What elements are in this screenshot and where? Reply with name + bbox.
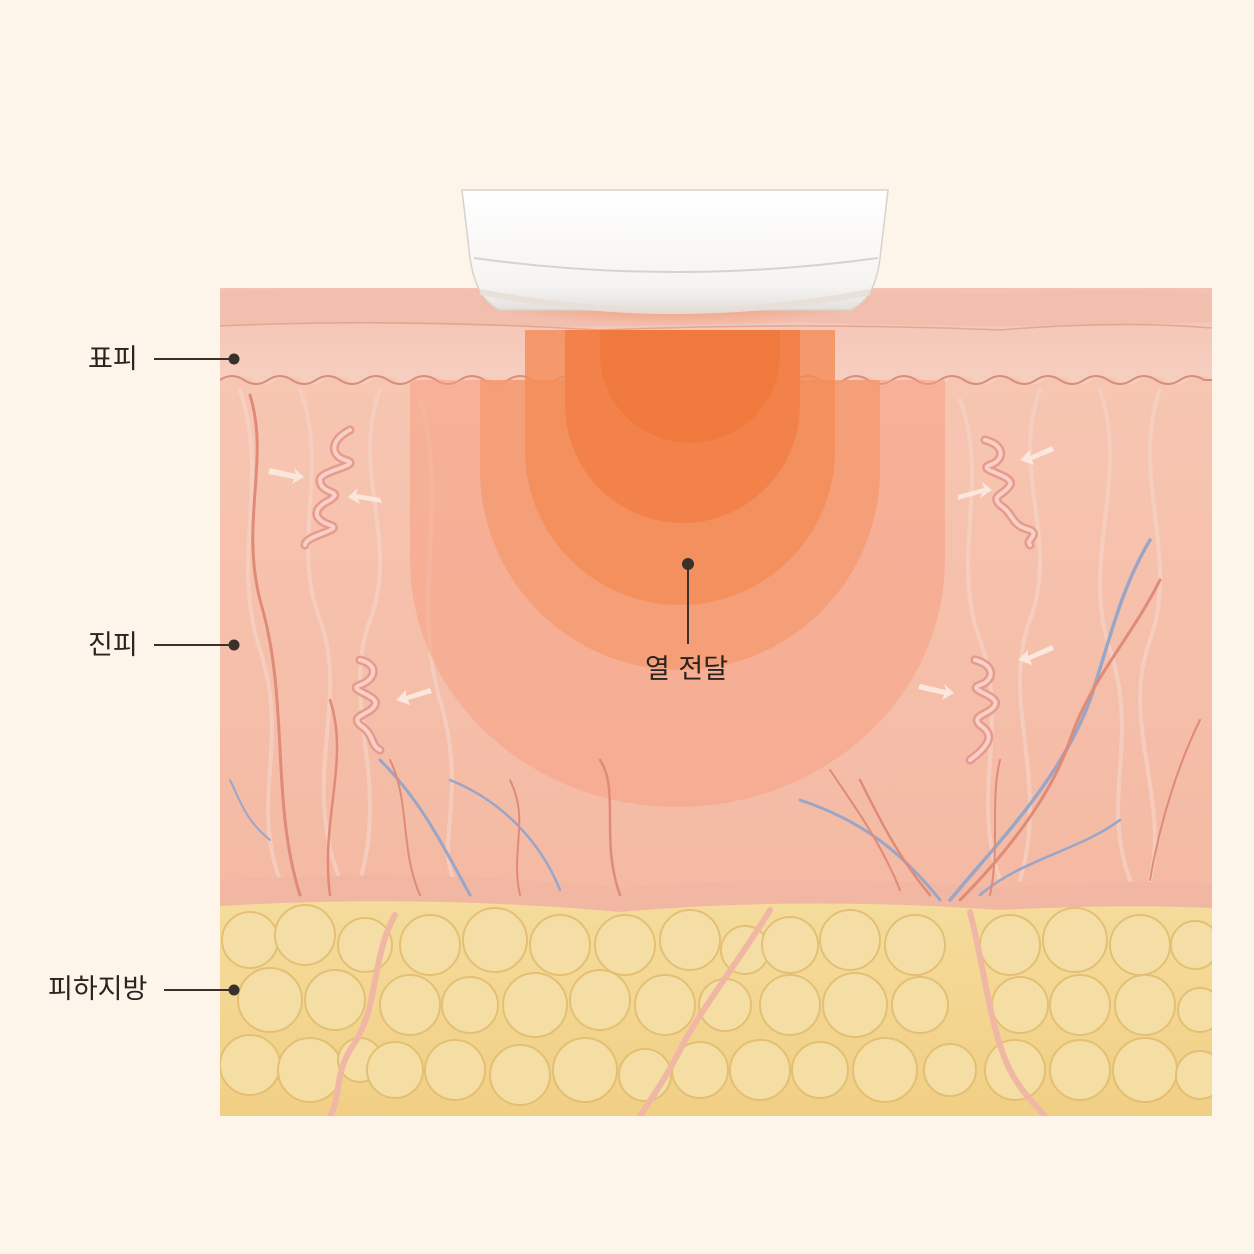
arrow-icon — [348, 488, 382, 504]
blood-vessels-right — [798, 538, 1201, 902]
arrow-icon — [268, 468, 304, 484]
arrow-icon — [918, 684, 954, 700]
contraction-arrows — [268, 446, 1054, 705]
epidermis-label: 표피 — [88, 344, 138, 375]
fat-leader-dot — [228, 984, 240, 996]
collagen-coil-lower-left — [352, 655, 385, 755]
epidermis-leader-dot — [228, 353, 240, 365]
tissue-block — [220, 288, 1212, 1116]
heat-transfer-label: 열 전달 — [645, 654, 729, 685]
fat-cells — [220, 904, 1212, 1106]
device-rim — [473, 257, 879, 273]
arrow-icon — [1018, 645, 1054, 665]
device-tip — [479, 289, 871, 314]
arrow-icon — [1020, 446, 1054, 465]
leader-lines — [154, 353, 694, 996]
dermis-label: 진피 — [88, 630, 138, 661]
collagen-coil-upper-right — [980, 435, 1039, 550]
subcutaneous-fat-label: 피하지방 — [48, 974, 148, 1005]
device-body — [461, 189, 889, 311]
arrow-icon — [396, 688, 432, 705]
fat-septa — [327, 907, 1048, 1116]
collagen-coil-upper-left — [300, 425, 355, 550]
arrow-icon — [958, 482, 992, 500]
collagen-coil-lower-right — [965, 655, 1000, 765]
dermis-leader-dot — [228, 639, 240, 651]
heat-leader-dot — [682, 558, 694, 570]
device-applicator — [461, 189, 889, 314]
blood-vessels-left — [229, 393, 622, 897]
epidermis-line — [220, 322, 1212, 331]
heat-zone — [410, 288, 945, 807]
